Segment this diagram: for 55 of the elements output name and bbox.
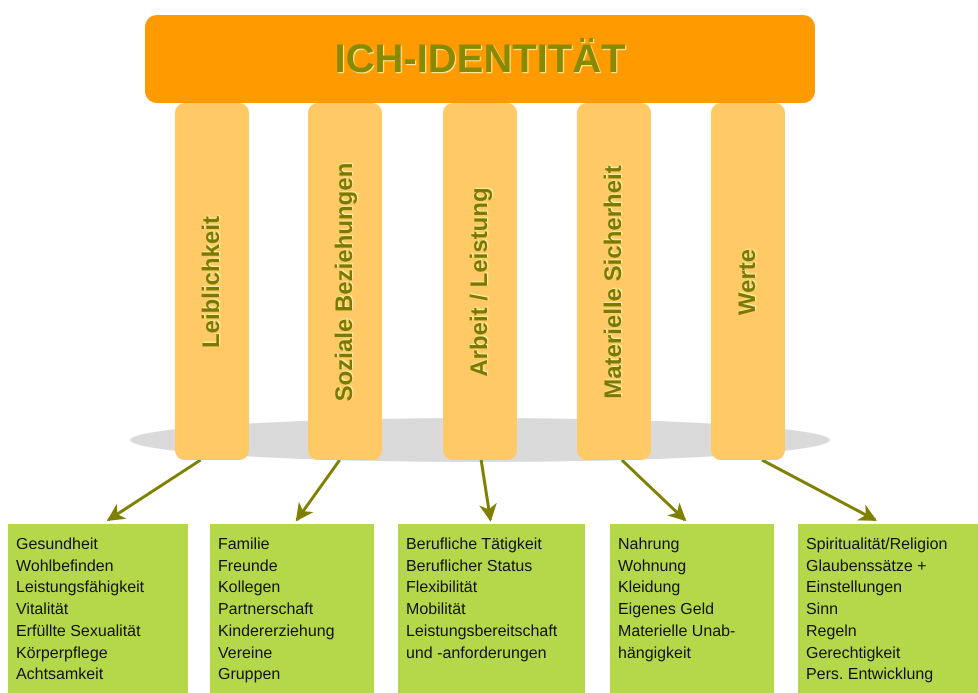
arrow <box>479 460 497 522</box>
list-box <box>8 524 188 693</box>
pillar <box>577 103 651 460</box>
list-item: Gerechtigkeit <box>806 644 900 664</box>
arrow <box>620 458 686 522</box>
pillar-label: Werte <box>734 248 762 315</box>
list-item: Wohnung <box>618 556 686 577</box>
list-item: Vereine <box>218 644 272 664</box>
list-item: hängigkeit <box>618 644 691 664</box>
list-item: Spiritualität/Religion <box>806 535 948 555</box>
pillar <box>711 103 785 460</box>
list-item: Materielle Unab- <box>618 622 736 642</box>
list-item: Leistungsfähigkeit <box>16 578 144 598</box>
list-item: Achtsamkeit <box>16 665 104 686</box>
list-item: und -anforderungen <box>406 644 547 664</box>
list-item: Mobilität <box>406 600 466 620</box>
pillar-label: Arbeit / Leistung <box>466 186 494 376</box>
list-item: Glaubenssätze + <box>806 556 927 577</box>
pillar-label: Materielle Sicherheit <box>600 164 628 398</box>
list-item: Leistungsbereitschaft <box>406 622 558 642</box>
pillar-label: Leiblichkeit <box>198 215 226 348</box>
list-item: Einstellungen <box>806 578 902 598</box>
list-item: Freunde <box>218 556 278 577</box>
list-item: Eigenes Geld <box>618 600 714 620</box>
list-item: Sinn <box>806 600 838 620</box>
arrow <box>106 458 202 522</box>
list-item: Regeln <box>806 622 857 642</box>
list-item: Gesundheit <box>16 535 98 555</box>
title-banner <box>145 15 815 103</box>
list-item: Kleidung <box>618 578 680 598</box>
list-item: Berufliche Tätigkeit <box>406 535 542 555</box>
list-item: Körperpflege <box>16 644 108 664</box>
pillar-label: Soziale Beziehungen <box>331 162 359 401</box>
pillar <box>175 103 249 460</box>
list-box <box>610 524 774 693</box>
list-box <box>798 524 978 693</box>
list-item: Beruflicher Status <box>406 556 532 577</box>
list-item: Familie <box>218 535 270 555</box>
list-item: Wohlbefinden <box>16 556 114 577</box>
list-box <box>398 524 585 693</box>
list-item: Flexibilität <box>406 578 478 598</box>
list-item: Kindererziehung <box>218 622 335 642</box>
arrow <box>761 458 877 522</box>
title-text: ICH-IDENTITÄT <box>334 36 626 82</box>
list-box <box>210 524 374 693</box>
arrow <box>296 459 341 522</box>
pillar <box>443 103 517 460</box>
list-item: Pers. Entwicklung <box>806 665 934 686</box>
list-item: Vitalität <box>16 600 68 620</box>
list-item: Erfüllte Sexualität <box>16 622 141 642</box>
pillar <box>308 103 382 460</box>
list-item: Kollegen <box>218 578 280 598</box>
list-item: Partnerschaft <box>218 600 314 620</box>
list-item: Nahrung <box>618 535 680 555</box>
list-item: Gruppen <box>218 665 280 686</box>
